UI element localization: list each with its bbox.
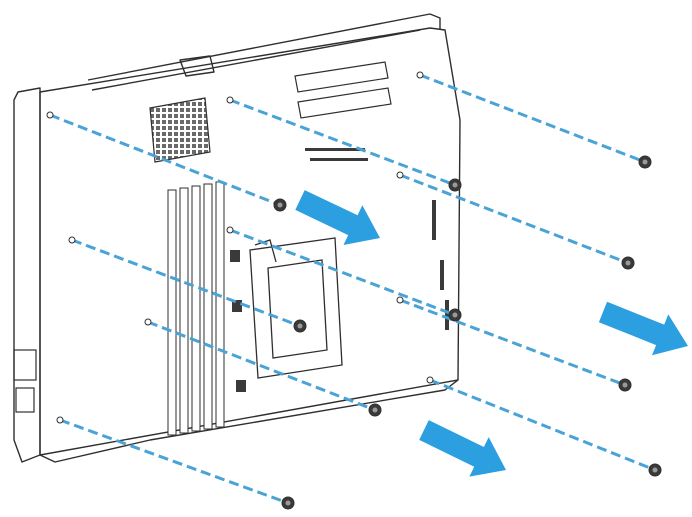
screw-hole [416,71,424,79]
screw-hole [226,96,234,104]
screw-hole [68,236,76,244]
screw-guide-line [59,418,289,505]
screw-icon [368,403,382,417]
tray-top-rail [87,13,441,81]
screw-guide-line [49,113,281,207]
screw-guide-line [229,98,456,187]
screw-icon [448,178,462,192]
heatsink [149,97,211,163]
cpu-socket [249,237,343,379]
screw-guide-line [399,173,629,265]
screw-icon [638,155,652,169]
screw-guide-line [429,378,656,472]
chassis-tray [13,13,461,463]
screw-guide-lines [49,73,656,505]
dimm-slots [167,181,225,436]
screws [46,71,662,510]
screw-icon [293,319,307,333]
bottom-edge [39,379,459,456]
screw-hole [144,318,152,326]
rear-io-ports [13,349,37,413]
screw-guide-line [147,320,376,412]
screw-guide-line [71,238,301,328]
screw-guide-line [229,228,456,317]
screw-hole [426,376,434,384]
screw-hole [226,226,234,234]
screw-guide-line [419,73,646,164]
screw-hole [46,111,54,119]
screw-hole [396,296,404,304]
direction-arrows [295,190,688,477]
board-outline [39,27,461,463]
screw-icon [618,378,632,392]
screw-icon [273,198,287,212]
screw-icon [648,463,662,477]
tray-left-edge [13,87,41,463]
tray-top-rail-inner [91,29,421,91]
riser-bracket [179,55,215,77]
screw-icon [281,496,295,510]
direction-arrow-icon [419,420,506,477]
pcie-slots [294,61,392,119]
screw-icon [448,308,462,322]
screw-hole [56,416,64,424]
direction-arrow-icon [295,190,380,245]
direction-arrow-icon [598,301,688,356]
board-components [230,148,449,392]
screw-guide-line [399,298,626,387]
screw-hole [396,171,404,179]
screw-icon [621,256,635,270]
